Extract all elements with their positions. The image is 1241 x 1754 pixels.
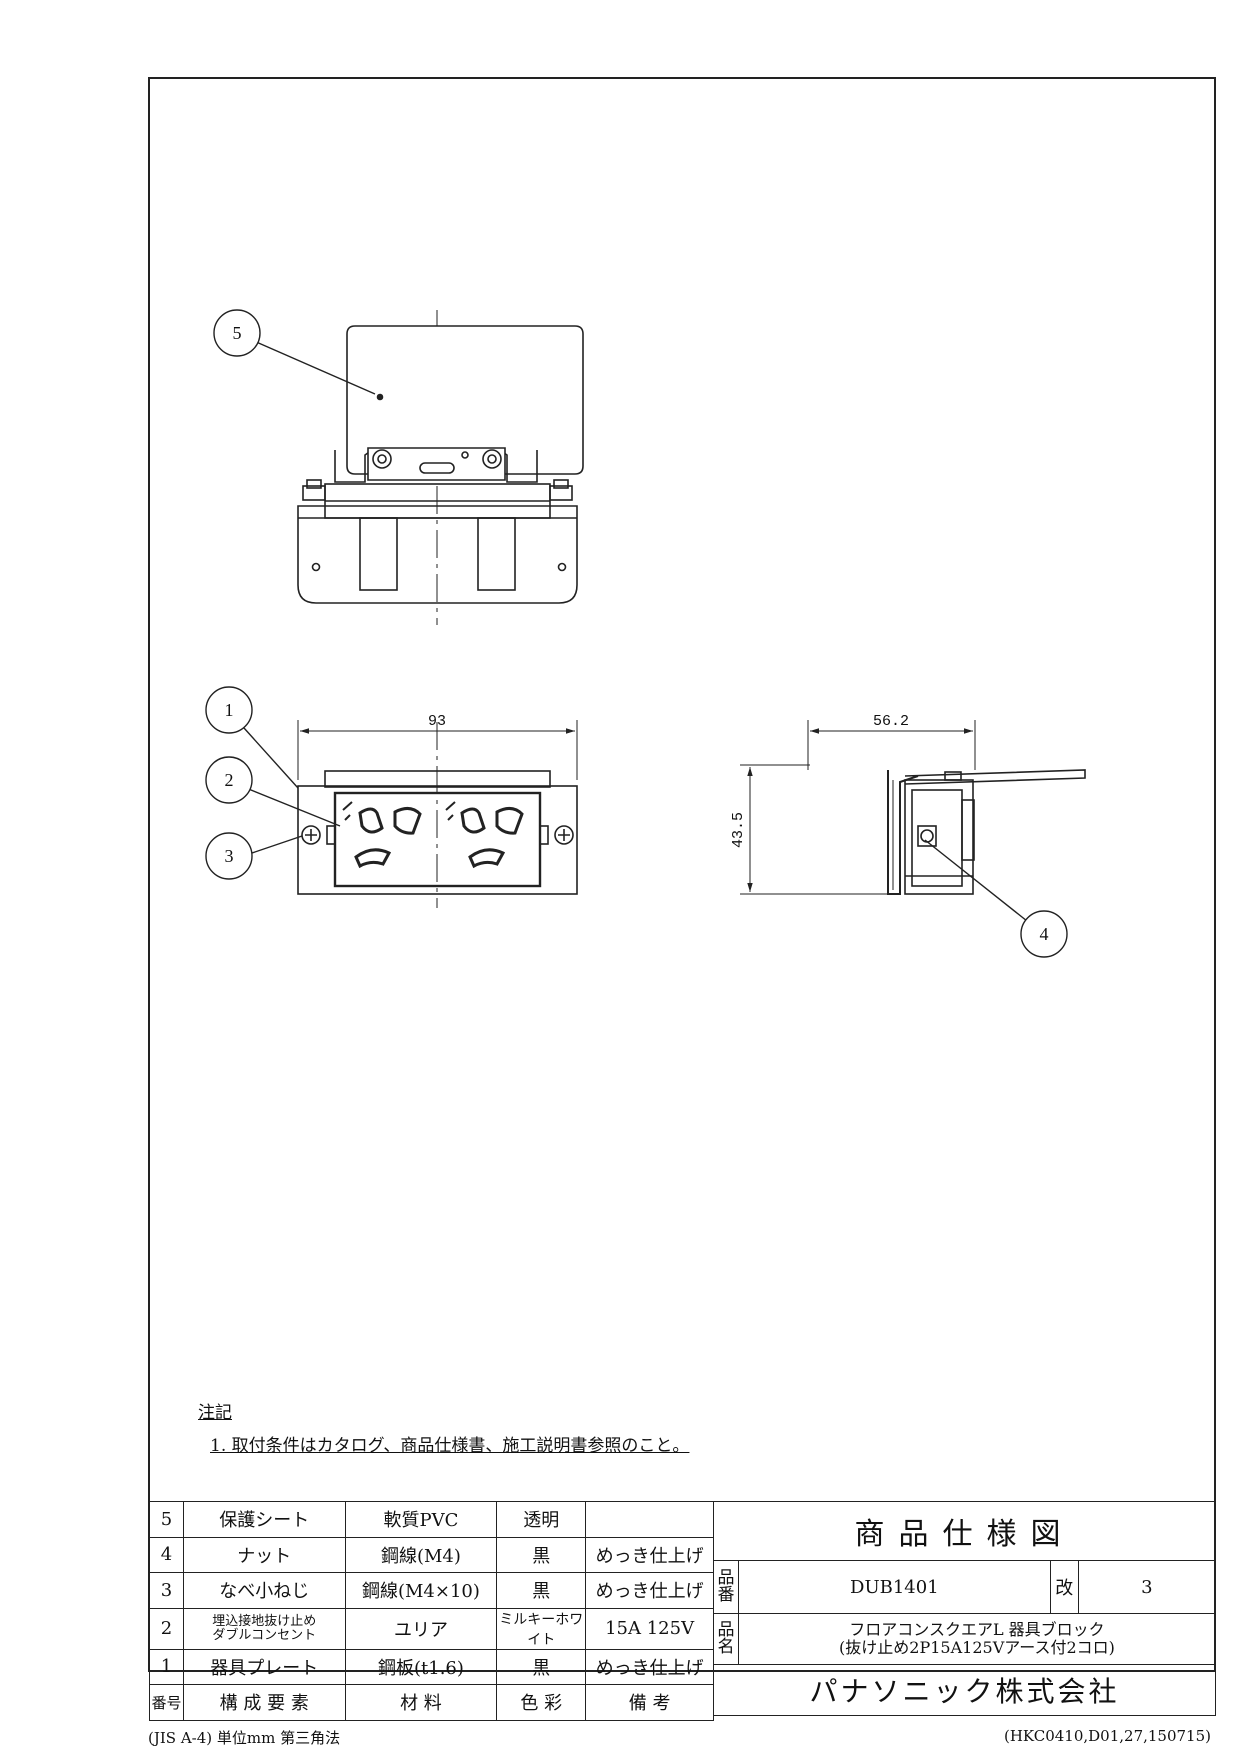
callout-label-3: 3 — [225, 846, 234, 866]
side-view — [740, 720, 1086, 895]
part-no: 1 — [149, 1648, 184, 1685]
header-remarks: 備 考 — [585, 1684, 714, 1721]
parts-table: 5 保護シート 軟質PVC 透明 4 ナット 鋼線(M4) 黒 めっき仕上げ 3… — [149, 1501, 714, 1721]
part-remarks: めっき仕上げ — [585, 1572, 714, 1609]
title-row: 商品仕様図 — [713, 1501, 1216, 1561]
part-material: ユリア — [344, 1607, 498, 1650]
callout-bubble-5 — [213, 309, 261, 357]
part-color: 透明 — [496, 1501, 587, 1538]
title-block: 商品仕様図 品番 DUB1401 改 3 品名 フロアコンスクエアL 器具ブロッ… — [713, 1501, 1217, 1716]
header-material: 材 料 — [344, 1684, 498, 1721]
header-color: 色 彩 — [496, 1684, 587, 1721]
notes-heading: 注記 — [198, 1403, 232, 1423]
part-remarks: 15A 125V — [585, 1607, 714, 1650]
part-color: 黒 — [496, 1572, 587, 1609]
revision-value: 3 — [1077, 1560, 1217, 1614]
part-material: 鋼線(M4×10) — [344, 1572, 498, 1609]
dim-front-width: 93 — [428, 713, 446, 730]
table-row: 2 埋込接地抜け止めダブルコンセント ユリア ミルキーホワイト 15A 125V — [149, 1607, 714, 1650]
part-color: 黒 — [496, 1648, 587, 1685]
part-no: 4 — [149, 1536, 184, 1573]
table-row: 4 ナット 鋼線(M4) 黒 めっき仕上げ — [149, 1536, 714, 1573]
footer-standard: (JIS A-4) 単位mm 第三角法 — [148, 1729, 341, 1747]
notes: 注記 1. 取付条件はカタログ、商品仕様書、施工説明書参照のこと。 — [198, 1398, 689, 1456]
manufacturer: パナソニック株式会社 — [713, 1664, 1216, 1716]
part-name-line2: ダブルコンセント — [212, 1627, 317, 1643]
product-name-row: 品名 フロアコンスクエアL 器具ブロック(抜け止め2P15A125Vアース付2コ… — [713, 1613, 1217, 1665]
part-color: 黒 — [496, 1536, 587, 1573]
part-remarks: めっき仕上げ — [585, 1648, 714, 1685]
notes-item: 1. 取付条件はカタログ、商品仕様書、施工説明書参照のこと。 — [210, 1436, 690, 1456]
callout-bubble-4 — [1020, 910, 1068, 958]
part-no: 5 — [149, 1501, 184, 1538]
dim-side-height: 43.5 — [730, 812, 747, 848]
table-header-row: 番号 構 成 要 素 材 料 色 彩 備 考 — [149, 1684, 714, 1721]
part-material: 鋼板(t1.6) — [344, 1648, 498, 1685]
callout-label-4: 4 — [1040, 924, 1049, 944]
manufacturer-row: パナソニック株式会社 — [713, 1664, 1216, 1716]
part-name: なべ小ねじ — [182, 1572, 346, 1609]
top-view — [297, 310, 584, 625]
part-name: ナット — [182, 1536, 346, 1573]
header-name: 構 成 要 素 — [182, 1684, 346, 1721]
part-material: 軟質PVC — [344, 1501, 498, 1538]
part-name: 埋込接地抜け止めダブルコンセント — [182, 1607, 346, 1650]
part-name: 保護シート — [182, 1501, 346, 1538]
part-color: ミルキーホワイト — [496, 1607, 587, 1650]
table-row: 5 保護シート 軟質PVC 透明 — [149, 1501, 714, 1538]
callout-bubble-3 — [205, 832, 253, 880]
dim-side-depth: 56.2 — [873, 713, 909, 730]
table-row: 3 なべ小ねじ 鋼線(M4×10) 黒 めっき仕上げ — [149, 1572, 714, 1609]
footer-doc-code: (HKC0410,D01,27,150715) — [1003, 1727, 1211, 1745]
product-name-line2: (抜け止め2P15A125Vアース付2コロ) — [839, 1638, 1115, 1657]
part-material: 鋼線(M4) — [344, 1536, 498, 1573]
part-no: 2 — [149, 1607, 184, 1650]
drawing-title: 商品仕様図 — [713, 1501, 1216, 1561]
part-no-label: 品番 — [713, 1560, 739, 1614]
part-remarks — [585, 1501, 714, 1538]
product-name-label: 品名 — [713, 1613, 739, 1665]
callout-label-1: 1 — [225, 700, 234, 720]
part-number: DUB1401 — [737, 1560, 1051, 1614]
table-row: 1 器具プレート 鋼板(t1.6) 黒 めっき仕上げ — [149, 1648, 714, 1685]
product-name: フロアコンスクエアL 器具ブロック(抜け止め2P15A125Vアース付2コロ) — [737, 1613, 1217, 1665]
callout-bubble-1 — [205, 686, 253, 734]
part-name-line1: 埋込接地抜け止め — [212, 1613, 317, 1629]
part-name: 器具プレート — [182, 1648, 346, 1685]
callout-group — [205, 309, 1068, 958]
part-no: 3 — [149, 1572, 184, 1609]
callout-label-2: 2 — [225, 770, 234, 790]
front-view — [297, 720, 578, 908]
callout-label-5: 5 — [233, 323, 242, 343]
product-name-line1: フロアコンスクエアL 器具ブロック — [849, 1620, 1105, 1639]
part-remarks: めっき仕上げ — [585, 1536, 714, 1573]
header-no: 番号 — [149, 1684, 184, 1721]
revision-label: 改 — [1049, 1560, 1079, 1614]
part-number-row: 品番 DUB1401 改 3 — [713, 1560, 1217, 1614]
callout-bubble-2 — [205, 756, 253, 804]
